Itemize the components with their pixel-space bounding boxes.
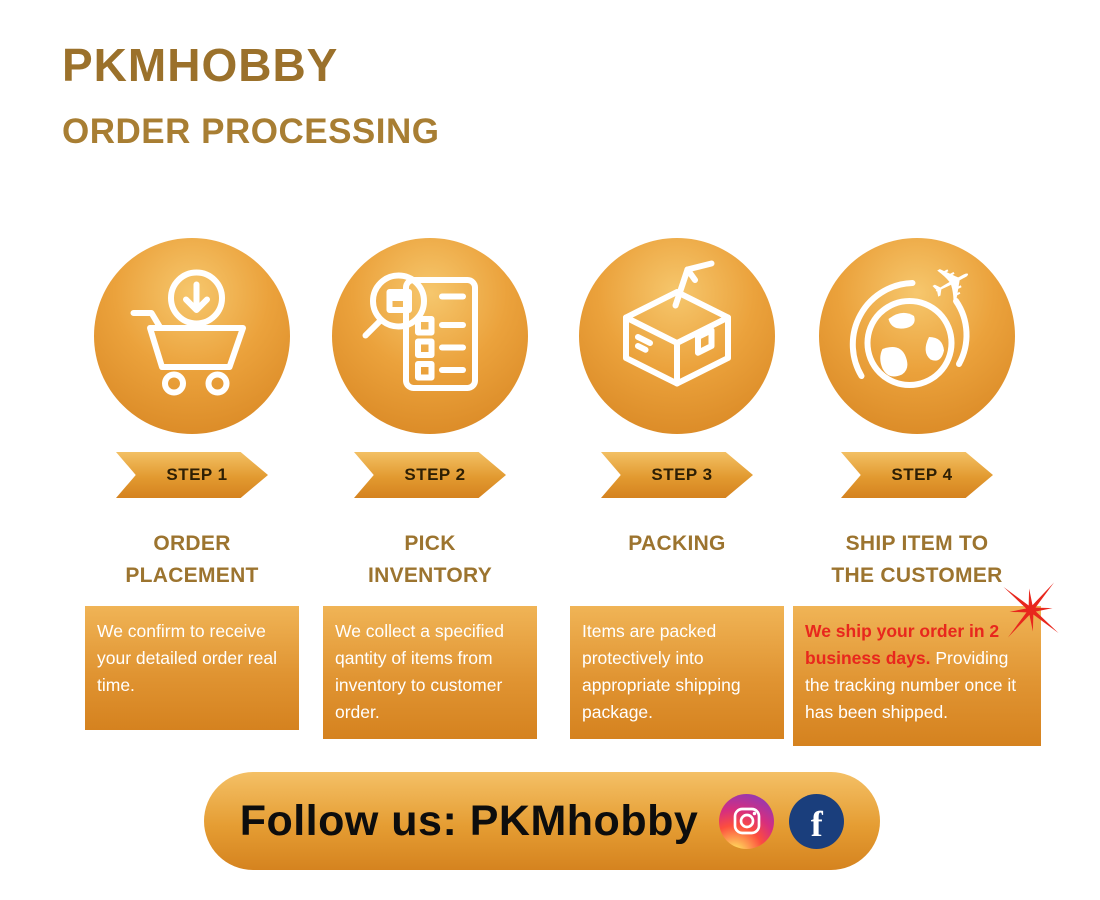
starburst-icon: [1003, 582, 1059, 638]
step-description-text: We collect a specified qantity of items …: [335, 621, 504, 723]
step-description: We confirm to receive your detailed orde…: [85, 606, 299, 730]
step-description-text: Providing the tracking number once it ha…: [805, 648, 1017, 723]
page-title: ORDER PROCESSING: [62, 112, 440, 151]
facebook-f-glyph: f: [810, 804, 823, 844]
step-description: Items are packed protectively into appro…: [570, 606, 784, 739]
instagram-icon[interactable]: [719, 793, 775, 849]
svg-text:✈: ✈: [920, 259, 984, 319]
step-badge: STEP 3: [601, 452, 753, 498]
step-1-circle: [94, 238, 290, 434]
step-title: SHIP ITEM TO THE CUSTOMER: [831, 532, 1003, 587]
step-description: We ship your order in 2 business days. P…: [793, 582, 1059, 746]
step-badge: STEP 1: [116, 452, 268, 498]
step-column-3: STEP 3 PACKING Items are packed protecti…: [554, 238, 800, 768]
facebook-icon[interactable]: f: [789, 793, 845, 849]
step-4-circle: ✈: [819, 238, 1015, 434]
step-3-circle: [579, 238, 775, 434]
step-column-1: STEP 1 ORDER PLACEMENT We confirm to rec…: [69, 238, 315, 768]
step-description-highlight: We ship your order in 2 business days.: [805, 621, 1000, 669]
shopping-cart-download-icon: [117, 259, 267, 414]
step-column-4: ✈ STEP 4 SHIP ITEM TO THE CUSTOMER We sh…: [793, 238, 1059, 768]
brand-title: PKMHOBBY: [62, 39, 339, 91]
step-badge: STEP 4: [841, 452, 993, 498]
packing-box-icon: [602, 259, 752, 414]
step-title: ORDER PLACEMENT: [125, 532, 259, 587]
step-2-circle: [332, 238, 528, 434]
globe-airplane-icon: ✈: [842, 248, 992, 414]
header: PKMHOBBY ORDER PROCESSING: [62, 38, 440, 152]
pick-list-magnifier-icon: [355, 259, 505, 414]
step-description-text: We confirm to receive your detailed orde…: [97, 621, 277, 696]
step-title: PACKING: [628, 532, 726, 555]
step-column-2: STEP 2 PICK INVENTORY We collect a speci…: [307, 238, 553, 768]
follow-text: Follow us: PKMhobby: [239, 796, 699, 845]
step-title: PICK INVENTORY: [367, 532, 493, 587]
step-description: We collect a specified qantity of items …: [323, 606, 537, 739]
step-badge: STEP 2: [354, 452, 506, 498]
follow-banner: Follow us: PKMhobby f: [204, 772, 880, 870]
step-description-text: Items are packed protectively into appro…: [582, 621, 741, 723]
